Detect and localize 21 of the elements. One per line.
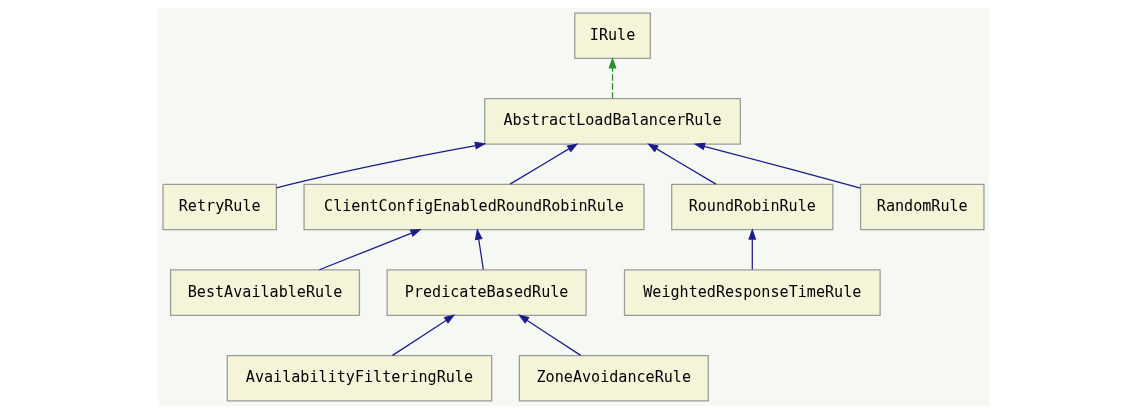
node-box: IRule: [574, 12, 651, 60]
arrow: [693, 142, 862, 189]
arrow: [318, 229, 422, 271]
arrow: [509, 143, 579, 185]
node-box: ClientConfigEnabledRoundRobinRule: [303, 183, 645, 231]
arrow: [275, 141, 487, 189]
node-box: ZoneAvoidanceRule: [518, 354, 709, 402]
node-box: AbstractLoadBalancerRule: [484, 98, 741, 145]
node-box: BestAvailableRule: [169, 269, 361, 316]
arrow: [647, 143, 717, 185]
arrow: [608, 57, 617, 99]
arrow: [748, 228, 757, 271]
node-box: RetryRule: [162, 183, 277, 231]
node-box: AvailabilityFilteringRule: [226, 354, 493, 402]
node-box: WeightedResponseTimeRule: [623, 269, 881, 316]
node-box: RandomRule: [859, 183, 985, 231]
node-box: PredicateBasedRule: [386, 269, 587, 316]
arrow: [517, 314, 582, 356]
arrow: [391, 314, 456, 356]
arrow: [474, 228, 484, 271]
node-box: RoundRobinRule: [671, 183, 834, 231]
